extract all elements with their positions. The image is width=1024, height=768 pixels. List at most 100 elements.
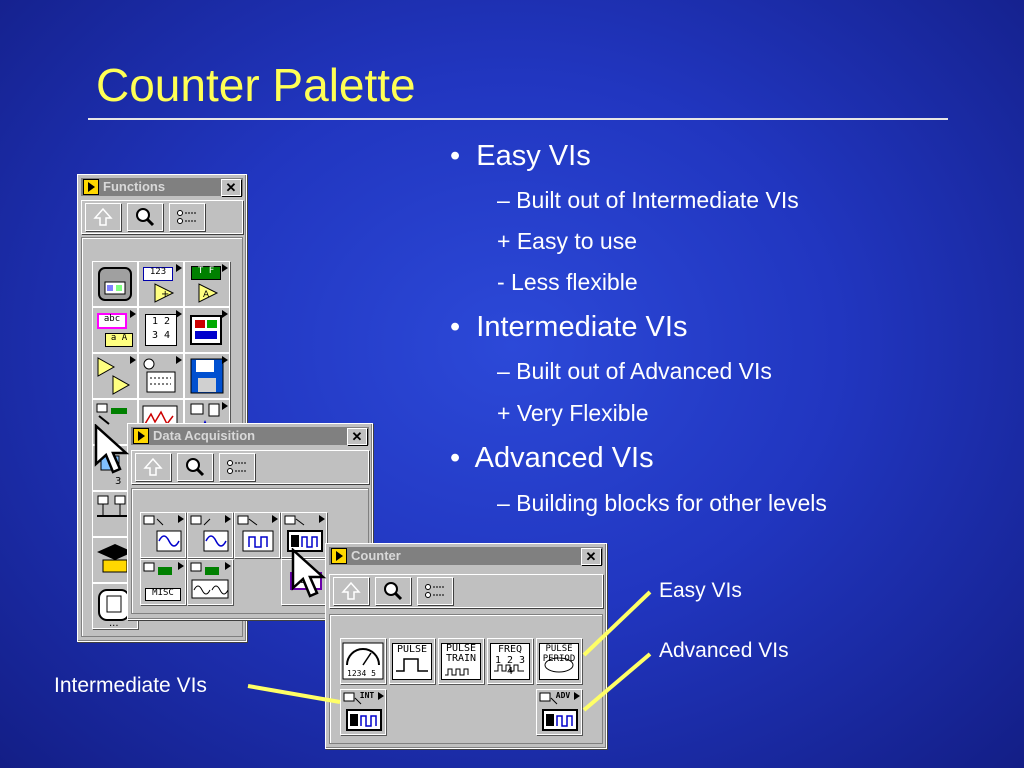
- submenu-arrow: [574, 692, 580, 700]
- bullet-advanced: • Advanced VIs: [450, 442, 654, 474]
- floppy-icon: [190, 358, 224, 394]
- bullet-char: •: [450, 140, 461, 172]
- array-palette[interactable]: 1 2 3 4: [138, 307, 184, 353]
- mouse-cursor-icon: [291, 548, 327, 598]
- svg-text:3: 3: [115, 476, 121, 487]
- boolean-label: T F: [191, 266, 221, 280]
- intermediate-vis-palette[interactable]: INT: [340, 689, 386, 735]
- signal-conditioning-palette[interactable]: [187, 559, 233, 605]
- bullet-intermediate: • Intermediate VIs: [450, 311, 688, 343]
- svg-text:A: A: [203, 290, 210, 300]
- count-events-vi[interactable]: 1234 5: [340, 638, 386, 684]
- submenu-arrow: [378, 692, 384, 700]
- slide-title: Counter Palette: [96, 59, 416, 111]
- calibration-icon: [143, 562, 172, 575]
- boolean-icon: A: [198, 283, 219, 303]
- options-button[interactable]: [219, 453, 255, 481]
- options-button[interactable]: [169, 203, 205, 231]
- sub-bullet: – Built out of Intermediate VIs: [497, 187, 799, 213]
- structures-palette[interactable]: [92, 261, 138, 307]
- freq-wave-icon: [494, 664, 524, 672]
- callout-easy-vis: Easy VIs: [659, 579, 742, 602]
- numeric-label: 123: [143, 267, 173, 281]
- submenu-arrow: [130, 310, 136, 318]
- sub-bullet: – Building blocks for other levels: [497, 490, 827, 516]
- analog-output-palette[interactable]: [187, 512, 233, 558]
- up-button[interactable]: [135, 453, 171, 481]
- submenu-arrow: [130, 356, 136, 364]
- daq-title: Data Acquisition: [153, 428, 256, 443]
- submenu-arrow: [225, 562, 231, 570]
- search-icon: [186, 458, 205, 477]
- signal-conditioning-icon: [190, 562, 229, 599]
- close-button[interactable]: ✕: [221, 179, 241, 196]
- file-io-palette[interactable]: [184, 353, 230, 399]
- digital-io-icon: [237, 515, 274, 552]
- analog-input-palette[interactable]: [140, 512, 186, 558]
- search-button[interactable]: [127, 203, 163, 231]
- svg-text:1234 5: 1234 5: [347, 669, 376, 678]
- search-icon: [384, 582, 403, 601]
- daq-titlebar[interactable]: Data Acquisition ✕: [131, 427, 369, 445]
- string-palette[interactable]: abc a A: [92, 307, 138, 353]
- up-arrow-icon: [143, 457, 163, 476]
- submenu-arrow: [272, 515, 278, 523]
- adv-label: ADV: [555, 691, 571, 700]
- cluster-palette[interactable]: [184, 307, 230, 353]
- graduation-cap-icon: [97, 544, 133, 573]
- bullet-char: •: [450, 311, 461, 343]
- up-arrow-icon: [341, 581, 361, 600]
- callout-line-intermediate: [247, 684, 341, 704]
- bullet-easy: • Easy VIs: [450, 140, 591, 172]
- advanced-vis-palette[interactable]: ADV: [536, 689, 582, 735]
- misc-label: MISC: [145, 588, 181, 601]
- functions-title: Functions: [103, 179, 166, 194]
- labview-icon: [133, 428, 149, 444]
- comparison-palette[interactable]: [92, 353, 138, 399]
- functions-toolbar: [81, 200, 243, 234]
- pulse-train-label-2: TRAIN: [445, 653, 477, 664]
- submenu-arrow: [222, 264, 228, 272]
- pulse-train-label-1: PULSE: [445, 643, 477, 654]
- search-button[interactable]: [375, 577, 411, 605]
- numeric-palette[interactable]: 123 +: [138, 261, 184, 307]
- submenu-arrow: [178, 562, 184, 570]
- counter-titlebar[interactable]: Counter ✕: [329, 547, 603, 565]
- submenu-arrow: [222, 310, 228, 318]
- daq-icon: [96, 403, 127, 425]
- analog-input-icon: [143, 515, 182, 552]
- labview-icon: [331, 548, 347, 564]
- counter-palette[interactable]: [281, 512, 327, 558]
- search-button[interactable]: [177, 453, 213, 481]
- up-button[interactable]: [333, 577, 369, 605]
- boolean-palette[interactable]: T F A: [184, 261, 230, 307]
- numeric-icon: +: [154, 283, 175, 303]
- string-label: abc: [97, 313, 127, 329]
- int-label: INT: [359, 691, 375, 700]
- close-button[interactable]: ✕: [347, 428, 367, 445]
- options-icon: [425, 584, 444, 598]
- generate-pulse-vi[interactable]: PULSE: [389, 638, 435, 684]
- up-button[interactable]: [85, 203, 121, 231]
- pulse-period-label-2: PERIOD: [542, 654, 576, 664]
- calibration-palette[interactable]: MISC: [140, 559, 186, 605]
- title-rule: [88, 118, 948, 120]
- time-dialog-palette[interactable]: [138, 353, 184, 399]
- close-button[interactable]: ✕: [581, 548, 601, 565]
- digital-io-palette[interactable]: [234, 512, 280, 558]
- options-button[interactable]: [417, 577, 453, 605]
- counter-toolbar: [329, 574, 603, 608]
- options-icon: [177, 210, 196, 224]
- freq-label: FREQ: [497, 644, 523, 655]
- sub-bullet: + Easy to use: [497, 228, 637, 254]
- structures-icon: [98, 267, 132, 301]
- gauge-icon: 1234 5: [342, 642, 384, 680]
- submenu-arrow: [222, 402, 228, 410]
- functions-titlebar[interactable]: Functions ✕: [81, 178, 243, 196]
- analog-output-icon: [190, 515, 229, 552]
